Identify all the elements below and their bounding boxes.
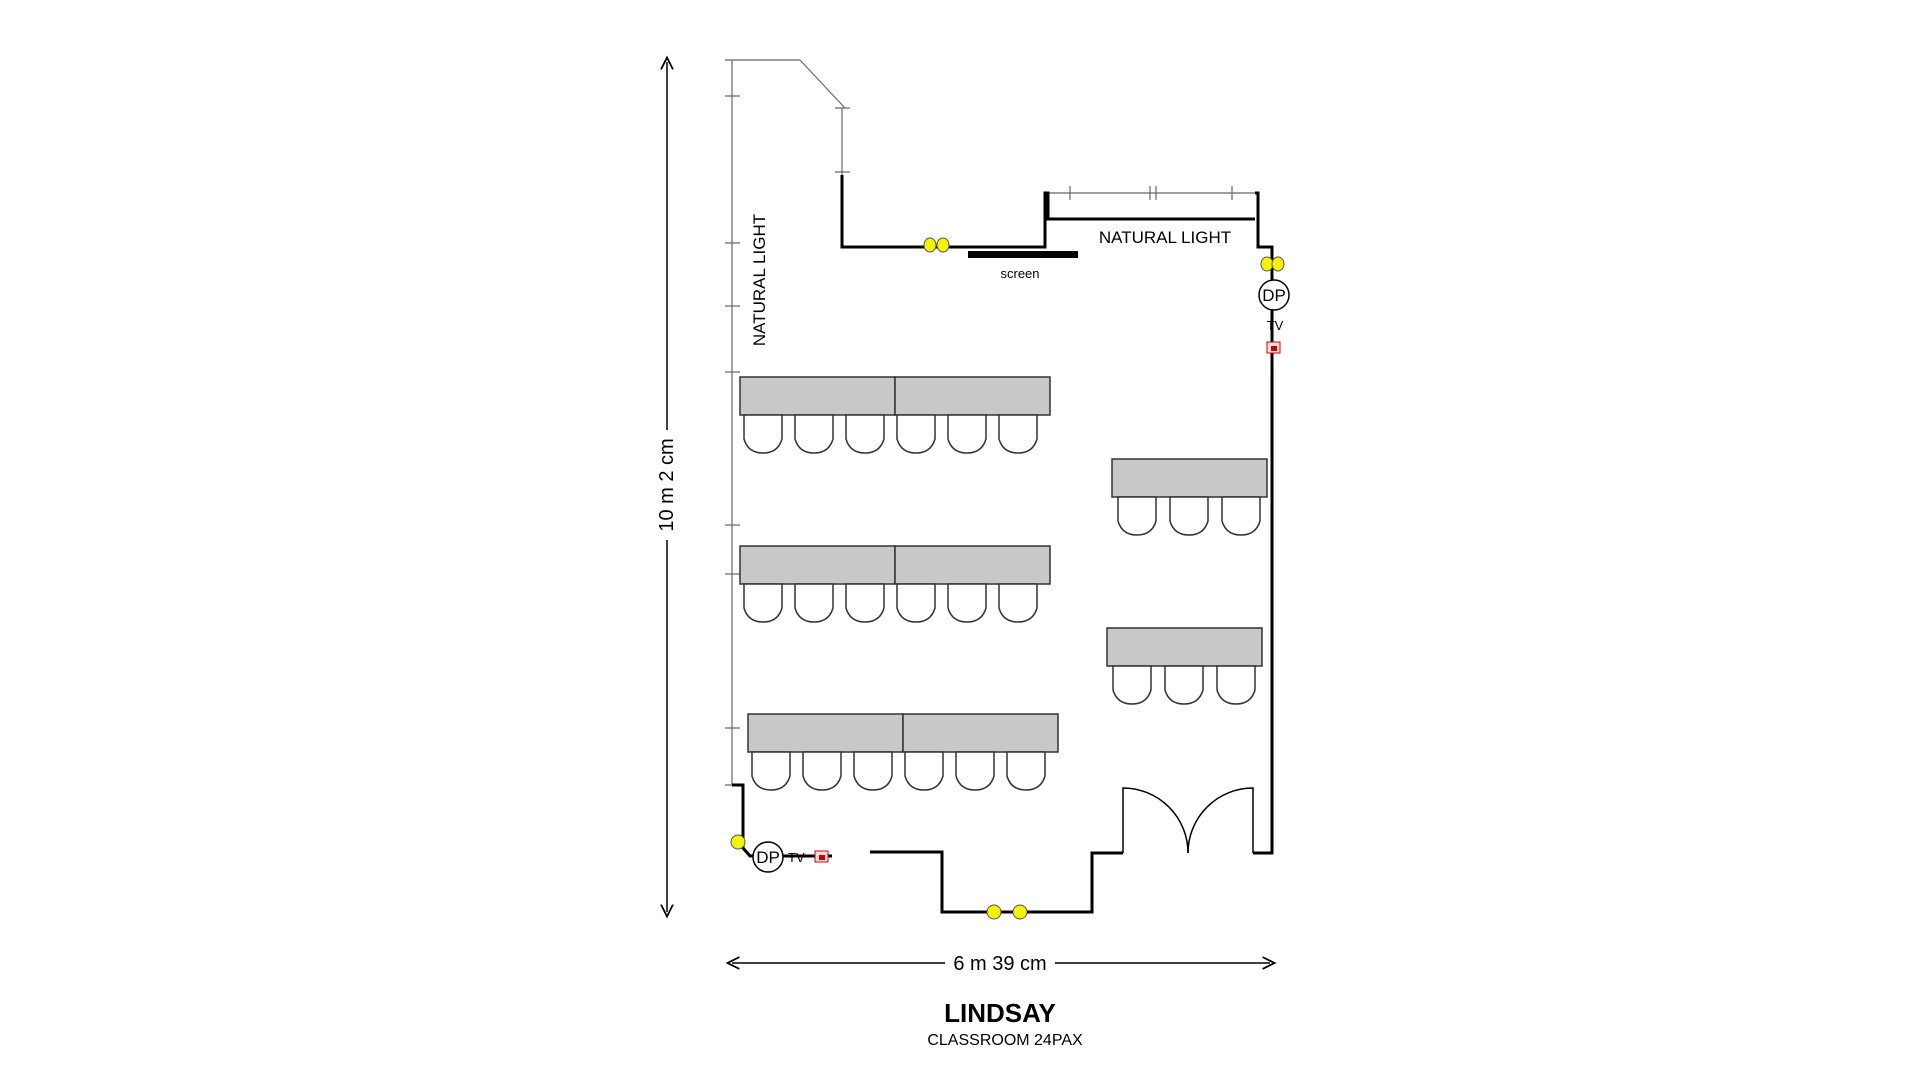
chair: [1112, 665, 1152, 705]
chair: [947, 583, 987, 623]
table: [894, 545, 1051, 585]
top-window: [1048, 186, 1258, 200]
desk-group: [1111, 458, 1268, 536]
projection-screen: screen: [968, 251, 1078, 281]
chair: [1221, 496, 1261, 536]
chair: [955, 751, 995, 791]
chair: [794, 414, 834, 454]
chair: [1006, 751, 1046, 791]
data-point-label: DP: [756, 848, 780, 867]
desk-group: [1106, 627, 1263, 705]
seating-layout: [739, 376, 1268, 791]
power-outlet: [986, 904, 1028, 920]
power-outlet: [730, 834, 746, 850]
data-point-label: DP: [1262, 286, 1286, 305]
tv-label-left: TV: [788, 850, 805, 865]
chair: [853, 751, 893, 791]
table: [894, 376, 1051, 416]
chair: [845, 583, 885, 623]
natural-light-left-label: NATURAL LIGHT: [750, 214, 769, 346]
chair: [794, 583, 834, 623]
table: [902, 713, 1059, 753]
chair: [1164, 665, 1204, 705]
chair: [1169, 496, 1209, 536]
chair: [845, 414, 885, 454]
desk-group: [739, 545, 1051, 623]
table: [739, 545, 896, 585]
natural-light-top-label: NATURAL LIGHT: [1099, 228, 1231, 247]
chair: [743, 583, 783, 623]
chair: [998, 414, 1038, 454]
chair: [751, 751, 791, 791]
tv-socket-left: [814, 850, 829, 863]
room-walls: [732, 175, 1274, 914]
height-dimension: 10 m 2 cm: [656, 62, 678, 912]
power-outlet: [1260, 256, 1285, 272]
chair: [896, 583, 936, 623]
chair: [998, 583, 1038, 623]
width-dimension-label: 6 m 39 cm: [953, 953, 1046, 975]
desk-group: [747, 713, 1059, 791]
chair: [904, 751, 944, 791]
table: [1111, 458, 1268, 498]
height-dimension-label: 10 m 2 cm: [656, 438, 678, 531]
desk-group: [739, 376, 1051, 454]
chair: [802, 751, 842, 791]
table: [1106, 627, 1263, 667]
chair: [1216, 665, 1256, 705]
width-dimension: 6 m 39 cm: [732, 953, 1270, 975]
entrance-doors: [1122, 787, 1254, 854]
data-point-left: DP: [752, 841, 784, 873]
chair: [947, 414, 987, 454]
screen-label: screen: [1000, 266, 1039, 281]
chair: [896, 414, 936, 454]
chair: [1117, 496, 1157, 536]
room-layout: CLASSROOM 24PAX: [927, 1032, 1083, 1049]
tv-label-right: TV: [1267, 318, 1284, 333]
chair: [743, 414, 783, 454]
left-window-wall: [725, 59, 850, 786]
room-name: LINDSAY: [944, 998, 1056, 1028]
power-outlet: [923, 237, 950, 253]
data-point-right: DP: [1258, 279, 1290, 311]
tv-socket-right: [1266, 341, 1281, 354]
table: [739, 376, 896, 416]
table: [747, 713, 904, 753]
